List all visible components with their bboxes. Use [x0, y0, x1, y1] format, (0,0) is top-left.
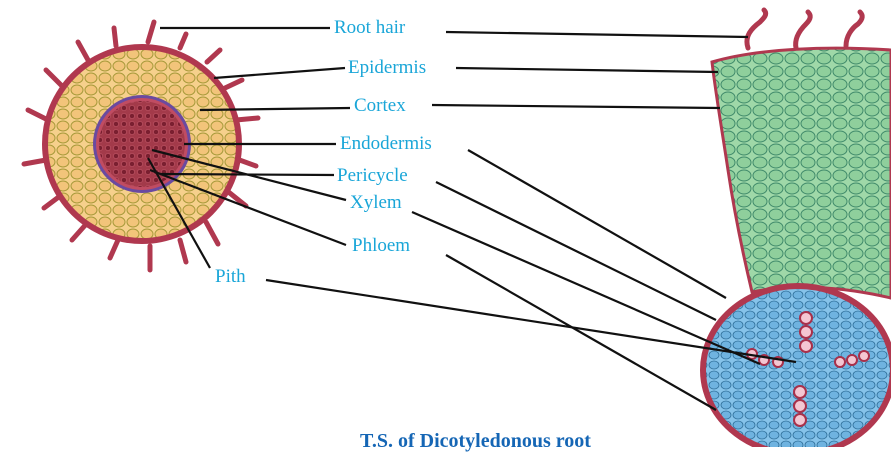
leader-lines	[148, 28, 796, 410]
label-root-hair: Root hair	[334, 18, 405, 38]
leader-pericycle-right	[436, 182, 716, 320]
label-epidermis: Epidermis	[348, 58, 426, 78]
label-endodermis: Endodermis	[340, 134, 432, 154]
label-cortex: Cortex	[354, 96, 406, 116]
label-phloem: Phloem	[352, 236, 410, 256]
leader-epidermis-left	[214, 68, 345, 78]
leader-phloem-right	[446, 255, 716, 410]
enlarged-sector	[703, 10, 891, 447]
enlarged-root-hairs	[747, 10, 862, 48]
diagram-caption: T.S. of Dicotyledonous root	[360, 430, 591, 453]
leader-endodermis-right	[468, 150, 726, 298]
leader-cortex-right	[432, 105, 720, 108]
label-pith: Pith	[215, 267, 246, 287]
leader-root-hair-right	[446, 32, 748, 37]
leader-epidermis-right	[456, 68, 718, 72]
label-pericycle: Pericycle	[337, 166, 408, 186]
enlarged-cortex	[712, 48, 891, 298]
label-xylem: Xylem	[350, 193, 402, 213]
root-cross-section	[24, 22, 258, 270]
